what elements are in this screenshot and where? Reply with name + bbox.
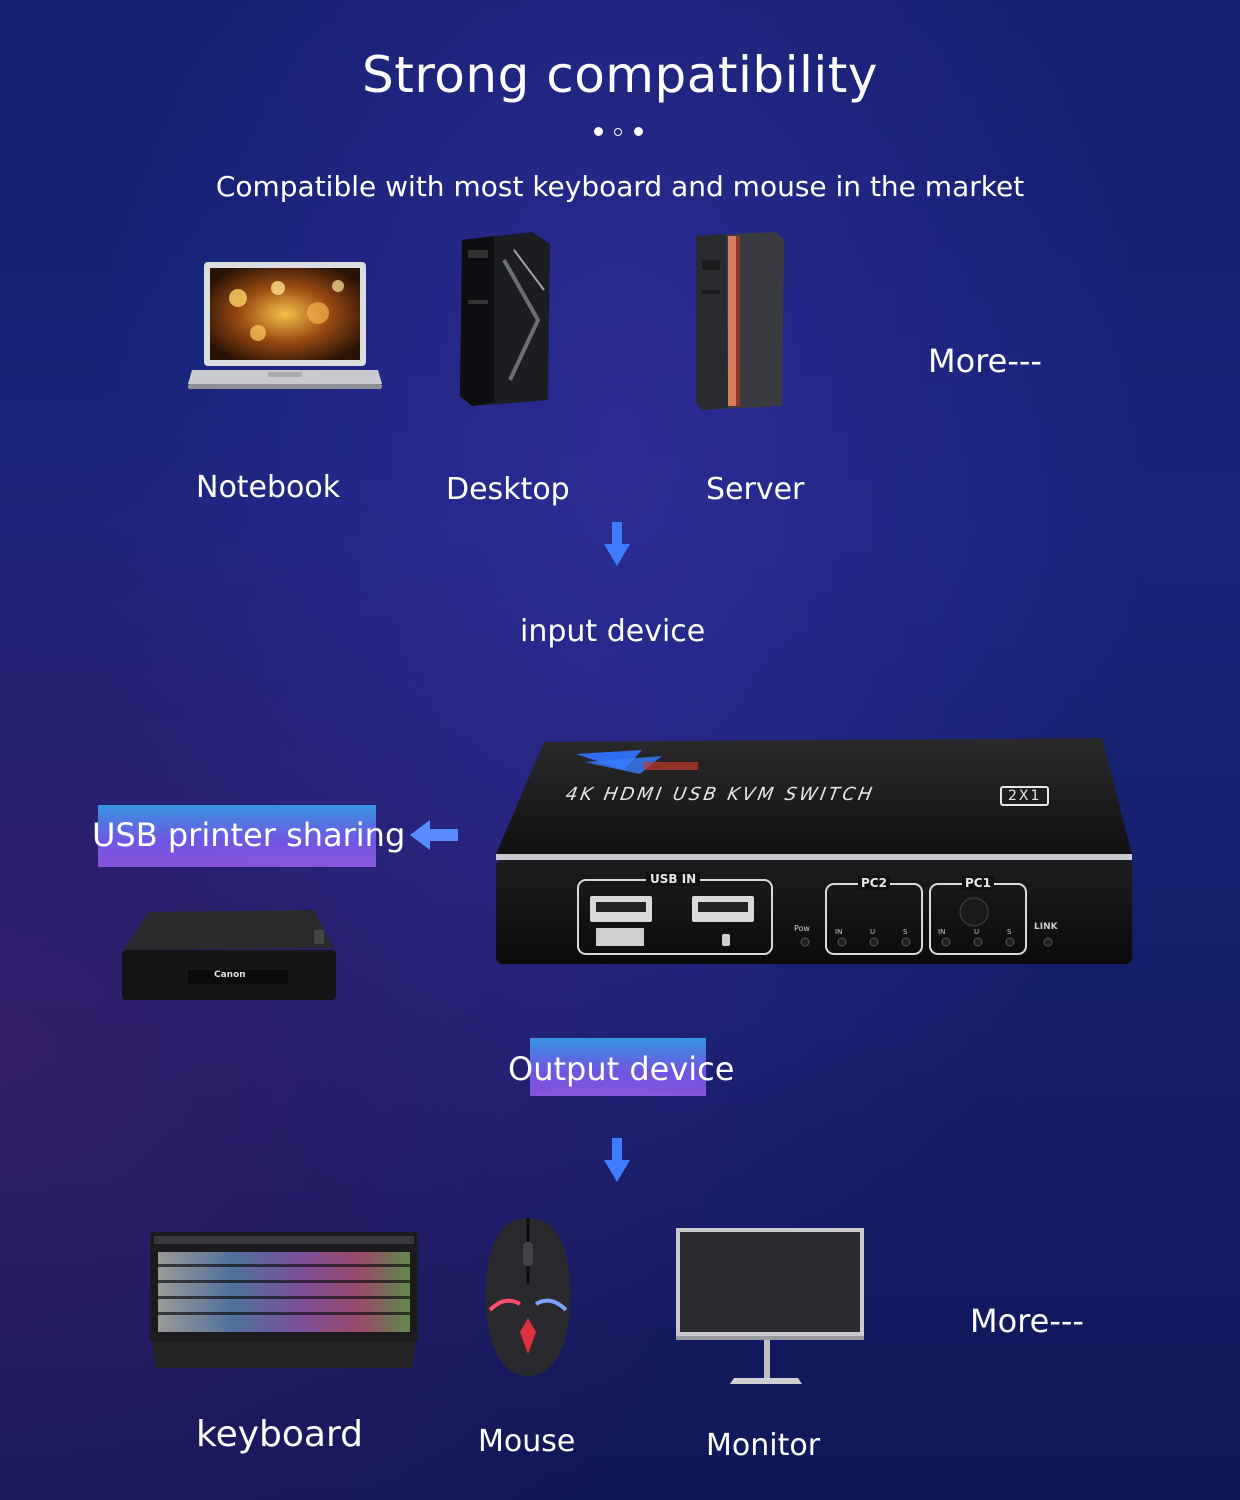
printer-label-highlight xyxy=(98,805,376,867)
keyboard-icon xyxy=(150,1232,418,1368)
more-input-devices: More--- xyxy=(928,342,1042,380)
device-label-server: Server xyxy=(706,472,805,507)
more-output-devices: More--- xyxy=(970,1302,1084,1340)
output-label-highlight xyxy=(530,1038,706,1096)
link-label: LINK xyxy=(1034,922,1058,932)
kvm-badge: 2X1 xyxy=(1000,786,1050,806)
server-tower-icon xyxy=(696,232,784,410)
output-device-caption: Output device xyxy=(508,1050,735,1088)
pc2-in-label: IN xyxy=(835,928,843,936)
printer-icon xyxy=(122,910,336,1000)
input-device-caption: input device xyxy=(520,614,706,649)
pc1-in-label: IN xyxy=(938,928,946,936)
device-label-desktop: Desktop xyxy=(446,472,570,507)
pc2-u-label: U xyxy=(870,928,876,936)
pc2-label: PC2 xyxy=(858,876,890,890)
pc1-label: PC1 xyxy=(962,876,994,890)
arrow-down-icon xyxy=(604,522,630,566)
printer-sharing-label: USB printer sharing xyxy=(92,816,406,854)
device-label-mouse: Mouse xyxy=(478,1424,576,1459)
kvm-switch-device xyxy=(496,738,1132,964)
arrow-down-icon xyxy=(604,1138,630,1182)
dot-icon xyxy=(614,128,622,136)
device-label-notebook: Notebook xyxy=(196,470,341,505)
kvm-title: 4K HDMI USB KVM SWITCH xyxy=(564,784,877,805)
arrow-left-icon xyxy=(410,820,458,850)
device-label-monitor: Monitor xyxy=(706,1428,821,1463)
device-label-keyboard: keyboard xyxy=(196,1414,363,1455)
pc1-s-label: S xyxy=(1007,928,1012,936)
pow-label: Pow xyxy=(794,924,810,933)
mouse-icon xyxy=(485,1218,571,1376)
usb-in-label: USB IN xyxy=(646,872,701,886)
dot-icon xyxy=(594,127,603,136)
monitor-icon xyxy=(676,1228,864,1384)
carousel-dots xyxy=(590,124,650,138)
pc1-u-label: U xyxy=(974,928,980,936)
desktop-tower-icon xyxy=(460,232,550,406)
printer-brand: Canon xyxy=(214,970,246,980)
pc2-s-label: S xyxy=(903,928,908,936)
page-subtitle: Compatible with most keyboard and mouse … xyxy=(215,170,1025,203)
laptop-icon xyxy=(188,262,382,389)
page-title: Strong compatibility xyxy=(362,46,878,104)
dot-icon xyxy=(634,127,643,136)
